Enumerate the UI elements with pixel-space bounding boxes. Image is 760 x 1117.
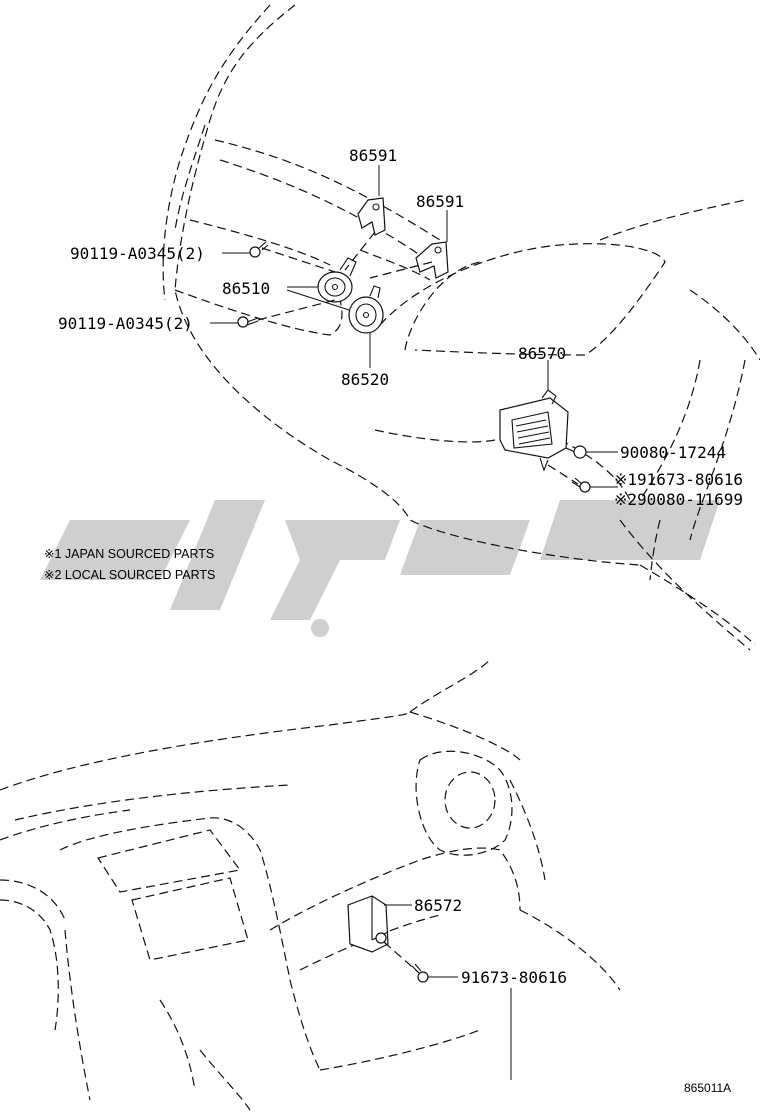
callout-bracket-right: 86591	[416, 192, 464, 211]
figure-reference: 865011A	[684, 1081, 731, 1095]
alarm-horn-part	[499, 389, 591, 493]
callout-relay-bolt: 91673-80616	[461, 968, 567, 987]
vehicle-front-outline	[162, 4, 760, 651]
callout-horn-high: 86510	[222, 279, 270, 298]
bolt-lower-part	[237, 316, 259, 328]
bracket-right-part	[415, 241, 449, 279]
callout-relay: 86572	[414, 896, 462, 915]
relay-part	[347, 895, 429, 983]
callout-bracket-upper: 86591	[349, 146, 397, 165]
leader-lines-upper	[210, 165, 618, 488]
bolt-upper-part	[249, 241, 269, 258]
callout-bolt-upper: 90119-A0345(2)	[70, 244, 205, 263]
callout-bolt-jp: ※191673-80616	[614, 470, 743, 489]
horn-low-part	[348, 285, 384, 334]
callout-alarm-horn: 86570	[518, 344, 566, 363]
assembly-lines-upper	[257, 231, 579, 485]
note-japan-sourced: ※1 JAPAN SOURCED PARTS	[44, 547, 214, 561]
dashboard-outline	[0, 659, 621, 1111]
bracket-upper-part	[357, 197, 386, 236]
note-local-sourced: ※2 LOCAL SOURCED PARTS	[44, 568, 215, 582]
callout-bolt-local: ※290080-11699	[614, 490, 743, 509]
watermark-logo	[40, 500, 720, 637]
horn-high-part	[317, 257, 357, 303]
callout-bolt-lower: 90119-A0345(2)	[58, 314, 193, 333]
callout-nut: 90080-17244	[620, 443, 726, 462]
leader-lines-lower	[384, 904, 512, 1080]
callout-horn-low: 86520	[341, 370, 389, 389]
